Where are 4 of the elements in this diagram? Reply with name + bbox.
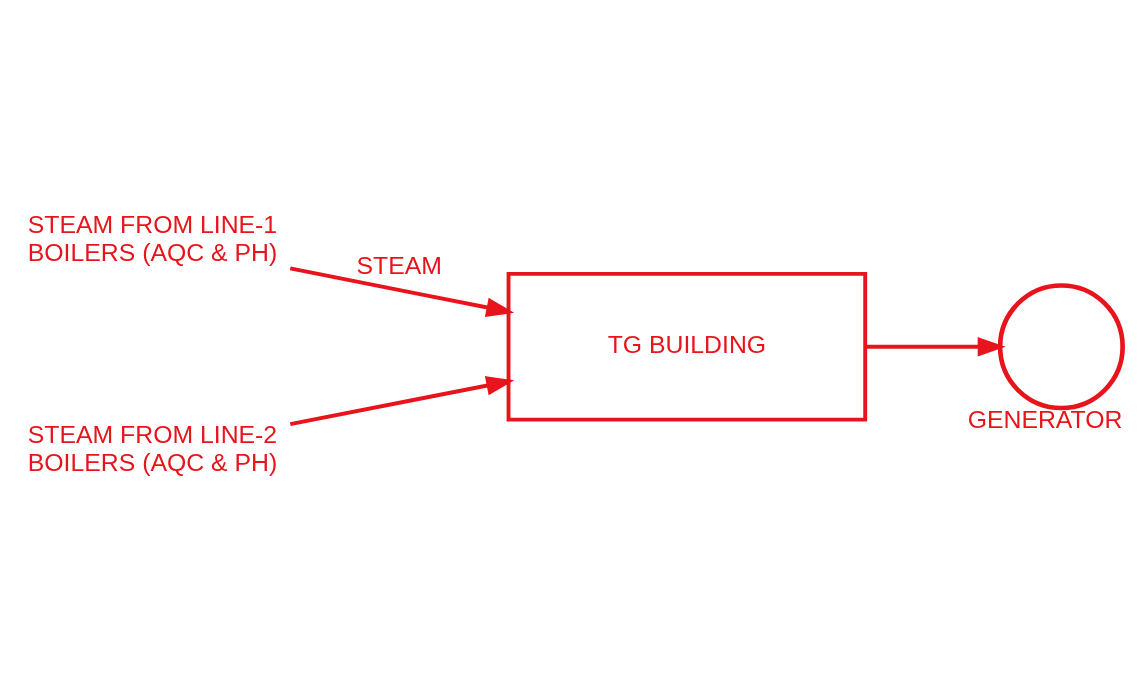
node-text: STEAM FROM LINE-1 BOILERS (AQC & PH) bbox=[27, 211, 278, 267]
node-label: GENERATOR bbox=[967, 405, 1123, 433]
node-text: STEAM FROM LINE-2 BOILERS (AQC & PH) bbox=[27, 420, 278, 476]
edge-label: STEAM bbox=[356, 251, 442, 279]
